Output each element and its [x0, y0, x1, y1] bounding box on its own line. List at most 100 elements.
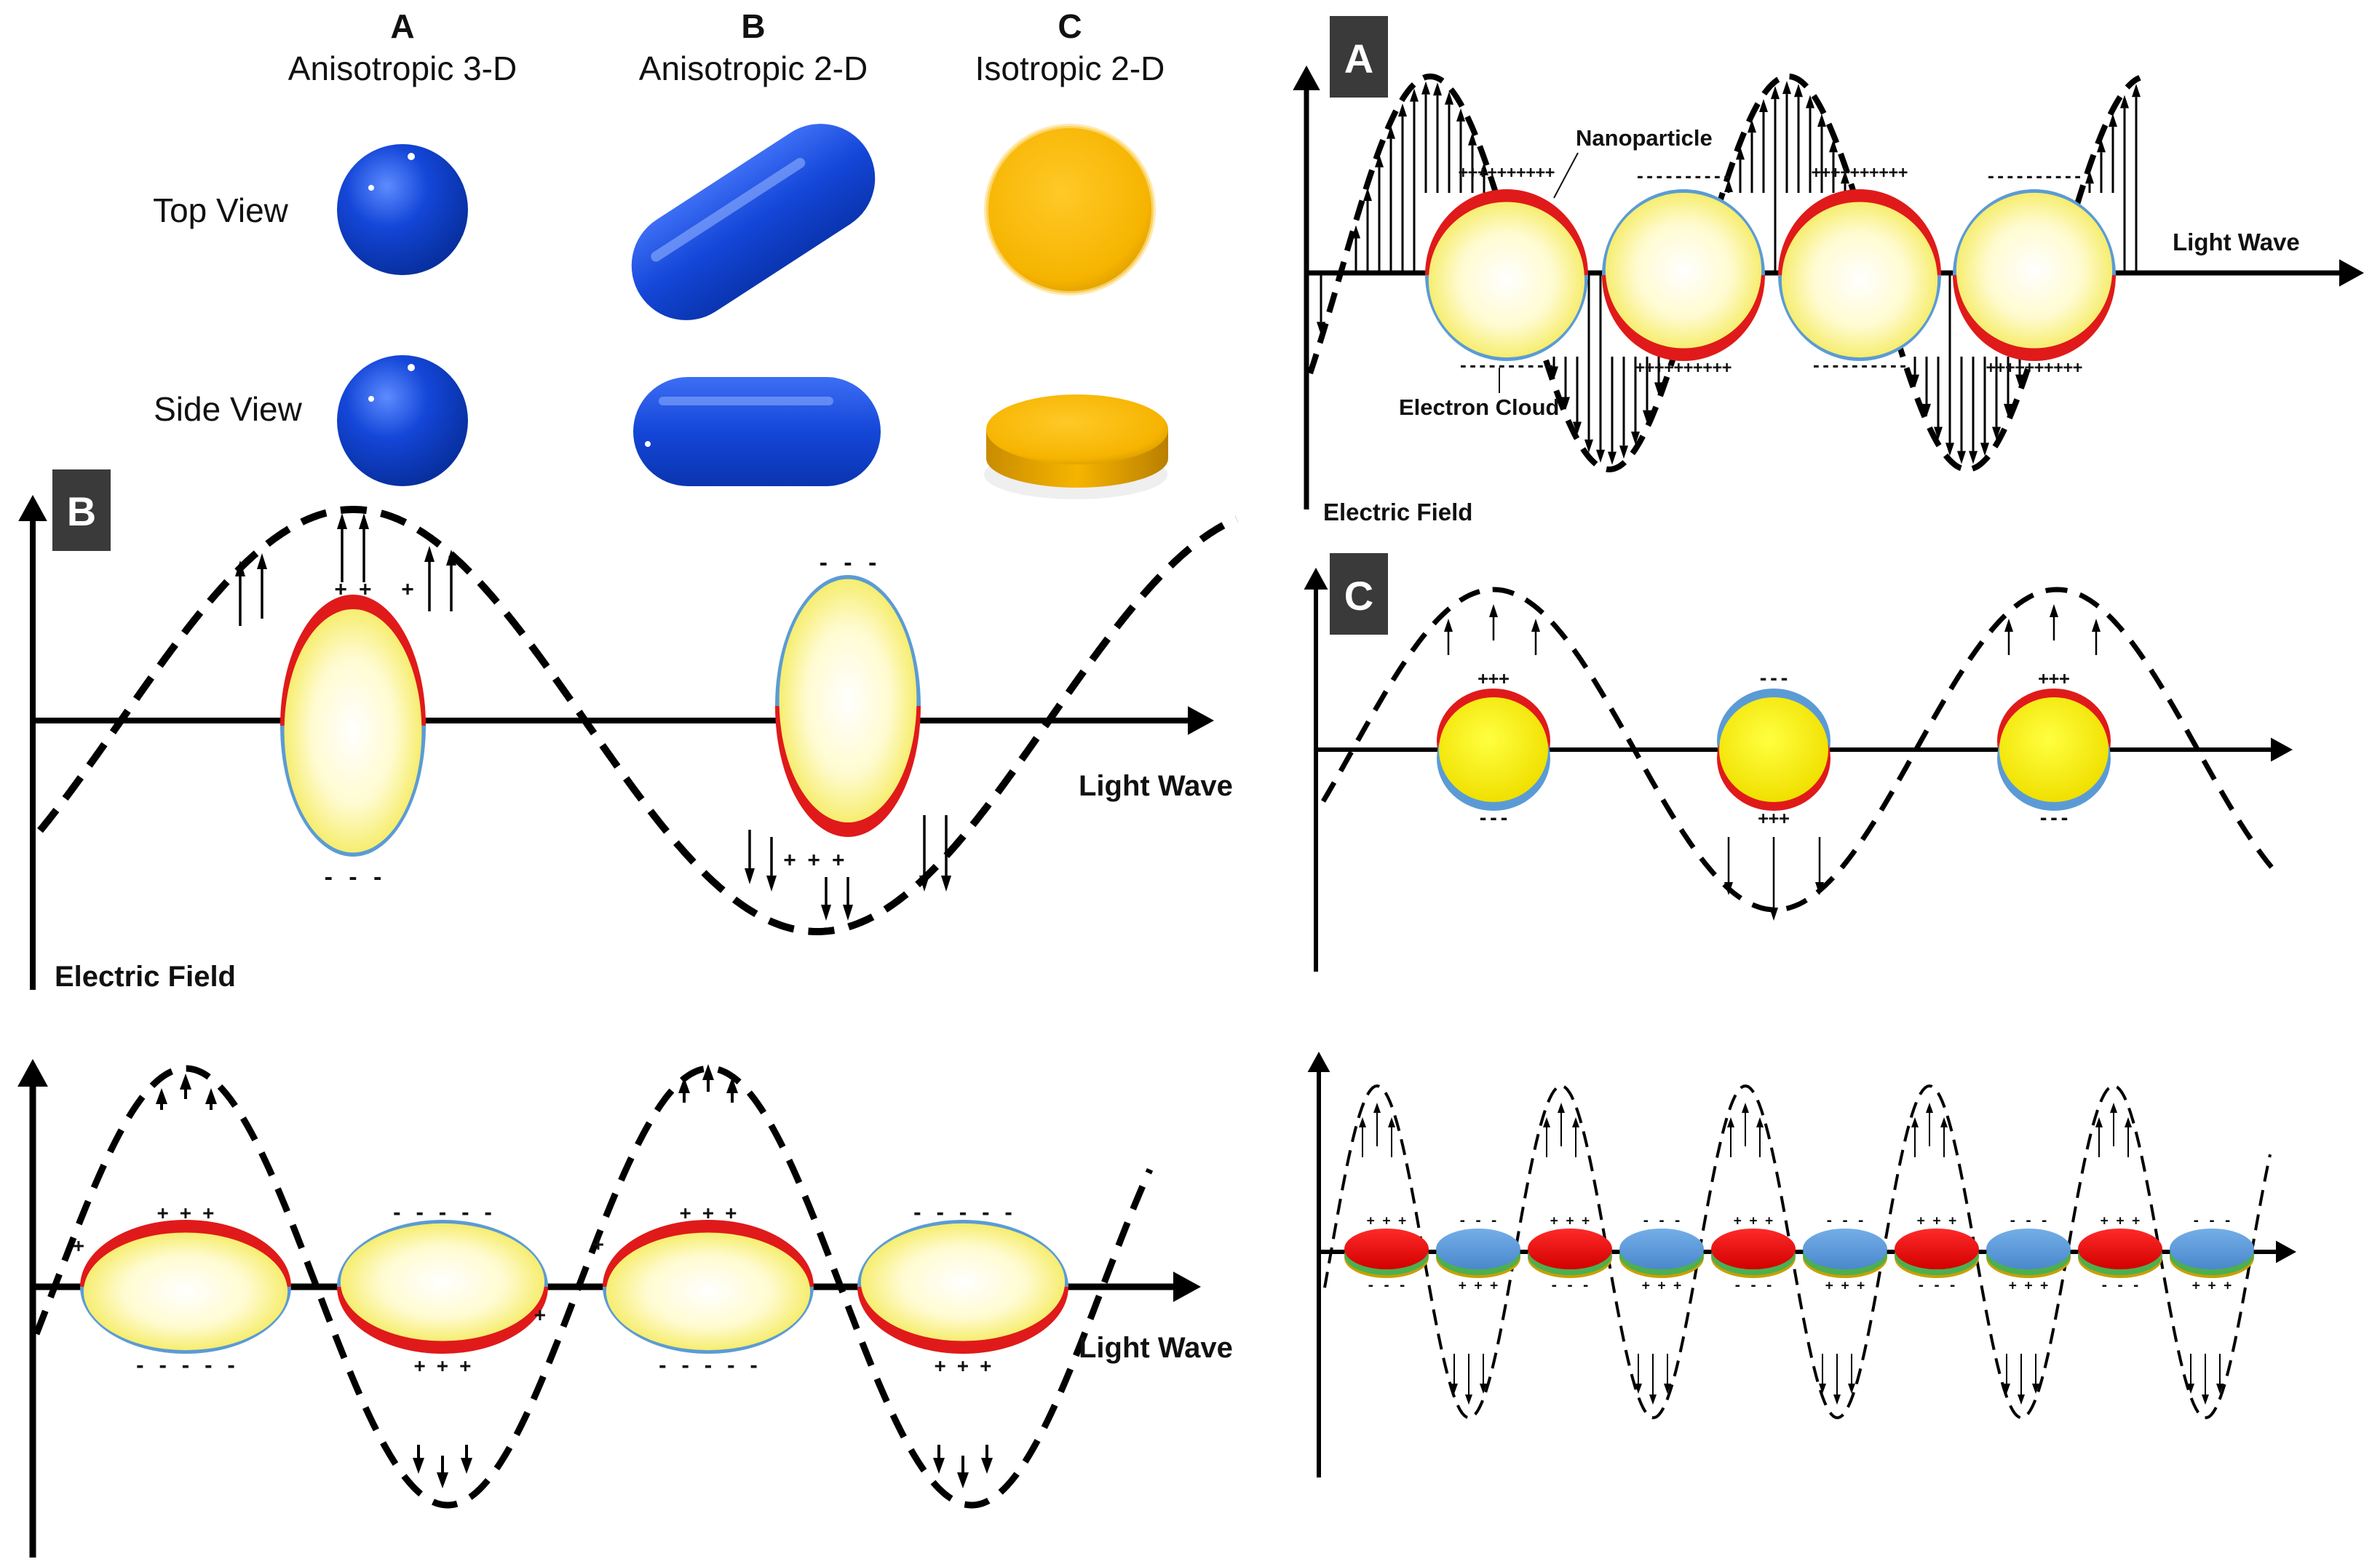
positive-charges: + + + — [1550, 1213, 1590, 1229]
field-arrowhead — [941, 876, 951, 892]
field-arrowhead — [1940, 1117, 1948, 1127]
field-arrowhead — [1410, 88, 1419, 102]
positive-charge: + — [402, 576, 414, 600]
field-arrowhead — [1398, 103, 1407, 117]
disc-negative: - - -+ + + — [1619, 1213, 1704, 1293]
disc-negative: - - -+ + + — [1436, 1213, 1520, 1293]
field-arrowhead — [2132, 84, 2141, 98]
field-arrowhead — [1543, 1117, 1550, 1127]
row-top-view-label: Top View — [153, 191, 289, 229]
nanoparticle — [1953, 189, 2116, 361]
positive-charges: + + + — [157, 1202, 214, 1224]
light-wave-curve — [1307, 73, 2141, 473]
negative-charges: - - - — [1367, 1278, 1406, 1293]
nanoparticle — [775, 575, 921, 837]
field-arrowhead — [1926, 1103, 1933, 1113]
field-arrowhead — [205, 1088, 217, 1104]
field-arrowhead — [1388, 1117, 1395, 1127]
particle-core — [1439, 697, 1548, 802]
field-arrowhead — [1433, 82, 1442, 96]
panel-a-nanoparticle-label: Nanoparticle — [1576, 125, 1713, 151]
field-arrowhead — [1480, 1384, 1487, 1394]
field-arrowhead — [1317, 322, 1325, 336]
panel-b-lower-wave — [33, 1065, 1154, 1509]
field-arrowhead — [2032, 1384, 2039, 1394]
field-arrowhead — [235, 560, 245, 576]
positive-charges: + + + — [2101, 1213, 2140, 1229]
negative-charges: - - - - - — [912, 1202, 1015, 1224]
field-arrowhead — [1742, 1103, 1749, 1113]
particle-core — [779, 579, 917, 822]
field-arrowhead — [2109, 114, 2117, 127]
panel-b-electric-field-label: Electric Field — [55, 961, 236, 993]
nanoparticle-leader-line — [1553, 152, 1579, 199]
panel-c-field-arrows — [1444, 604, 2101, 921]
field-arrowhead — [726, 1077, 738, 1093]
panel-c-badge-letter: C — [1344, 573, 1373, 619]
light-wave-curve — [1320, 587, 2280, 913]
field-arrowhead — [957, 1472, 969, 1488]
field-arrowhead — [1468, 132, 1477, 146]
nanoparticle — [1778, 189, 1941, 361]
negative-charges: - - - - - — [657, 1355, 760, 1377]
x-axis-arrowhead — [2271, 737, 2293, 762]
particle-core — [1428, 202, 1585, 358]
panel-b-badge-letter: B — [67, 488, 96, 534]
field-arrowhead — [1664, 1384, 1671, 1394]
particle-core — [1605, 192, 1762, 349]
nanoparticle — [1425, 189, 1588, 361]
panel-a-badge — [1330, 16, 1388, 98]
panel-a-light-wave-label: Light Wave — [2173, 229, 2300, 255]
field-arrowhead — [1794, 84, 1803, 98]
field-arrowhead — [1649, 1395, 1657, 1405]
panel-a-wave — [1307, 73, 2141, 473]
rod-top-view — [631, 124, 876, 320]
field-arrowhead — [821, 905, 831, 921]
field-arrowhead — [1643, 410, 1651, 424]
field-arrowhead — [2092, 619, 2101, 632]
panel-b-field-arrows — [235, 513, 951, 921]
field-arrowhead — [1489, 604, 1498, 617]
field-arrowhead — [933, 1458, 945, 1474]
positive-charges: + + + — [1917, 1213, 1956, 1229]
field-arrowhead — [1957, 451, 1966, 464]
panel-a-electron-cloud-label: Electron Cloud — [1399, 394, 1559, 420]
positive-charges: + + + — [1459, 1278, 1498, 1293]
particle-core — [860, 1223, 1066, 1341]
field-arrowhead — [2004, 619, 2013, 632]
negative-charges: - - - - - — [392, 1202, 494, 1224]
disc-face — [2170, 1229, 2254, 1269]
field-arrowhead — [2018, 1395, 2025, 1405]
field-arrowhead — [1922, 403, 1931, 417]
isotropic-disc-particle: +++--- — [1997, 668, 2111, 828]
field-arrowhead — [1815, 882, 1824, 895]
panel-b-axes — [18, 495, 1214, 990]
positive-charges: ++++++++++ — [1812, 164, 1908, 182]
field-arrowhead — [2125, 1117, 2132, 1127]
negative-charges: - - - - - — [135, 1355, 237, 1377]
field-arrowhead — [1911, 374, 1919, 388]
nanoparticle — [280, 595, 426, 857]
row-side-view-label: Side View — [154, 390, 303, 428]
field-arrowhead — [1635, 1384, 1642, 1394]
field-arrowhead — [1769, 908, 1778, 921]
panel-c-lower-wave — [1323, 1084, 2272, 1420]
sphere-side-view — [337, 355, 468, 486]
field-arrowhead — [2110, 1103, 2117, 1113]
panel-c-wave — [1320, 587, 2280, 913]
field-arrowhead — [1829, 139, 1838, 153]
field-arrowhead — [1945, 443, 1954, 456]
disc-top-view — [984, 124, 1156, 295]
field-arrowhead — [919, 876, 929, 892]
nanoparticle — [337, 1220, 548, 1354]
particle-core — [606, 1232, 811, 1351]
field-arrowhead — [1619, 445, 1628, 459]
particle-core — [83, 1232, 288, 1351]
disc-face — [1619, 1229, 1704, 1269]
disc-positive: + + +- - - — [2078, 1213, 2162, 1293]
negative-charges: - - - — [2192, 1213, 2232, 1229]
positive-charges: + + — [808, 847, 845, 871]
column-a-letter: A — [390, 7, 414, 45]
positive-charges: + + + — [1367, 1213, 1406, 1229]
field-arrowhead — [2050, 604, 2058, 617]
